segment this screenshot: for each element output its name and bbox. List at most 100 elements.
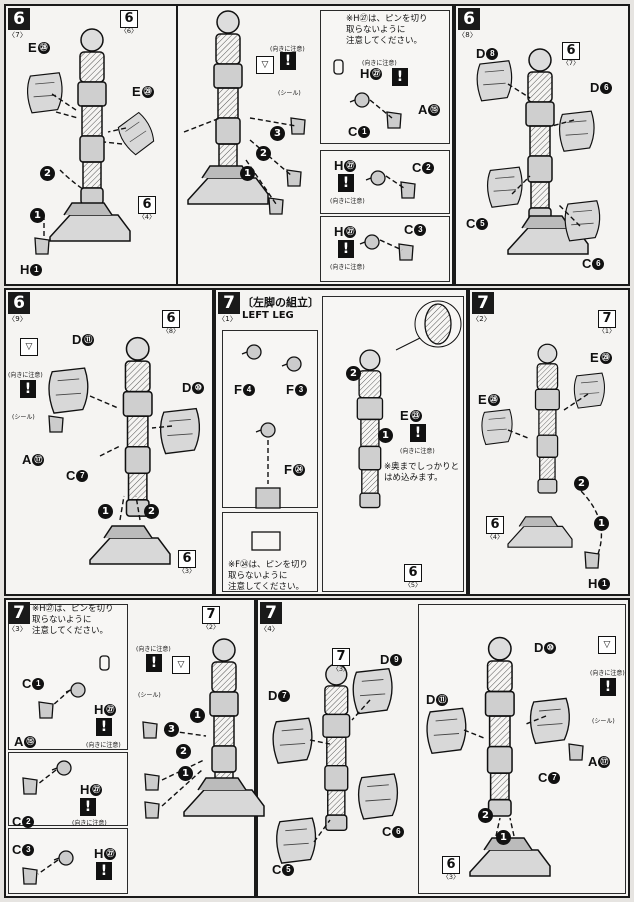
warning-icon: ! bbox=[600, 678, 616, 696]
warning-icon: ! bbox=[338, 240, 354, 258]
order-1: 1 bbox=[30, 208, 45, 223]
ref-7-3: 7〈3〉 bbox=[332, 648, 350, 673]
foot-drawing-1 bbox=[49, 202, 131, 242]
step-badge-6: 6 bbox=[458, 8, 480, 30]
step-sub: 〈1〉 bbox=[218, 315, 238, 323]
pin-note: ※H㉗は、ピンを切り取らないように注意してください。 bbox=[32, 604, 114, 636]
warning-icon: ! bbox=[96, 862, 112, 880]
ref-6-6: 6〈6〉 bbox=[120, 10, 138, 35]
frame-drawing-4 bbox=[122, 336, 153, 517]
order-2: 2 bbox=[40, 166, 55, 181]
caption-direction: (向きに注意) bbox=[362, 60, 397, 67]
ref-7-1: 7〈1〉 bbox=[598, 310, 616, 335]
section-title-en: LEFT LEG bbox=[242, 310, 294, 321]
warning-icon: ! bbox=[392, 68, 408, 86]
ref-6-3: 6〈3〉 bbox=[442, 856, 460, 881]
warning-icon: ! bbox=[410, 424, 426, 442]
order-2: 2 bbox=[176, 744, 191, 759]
order-1: 1 bbox=[240, 166, 255, 181]
order-1: 1 bbox=[178, 766, 193, 781]
plate-e28 bbox=[26, 72, 63, 114]
caption-direction: (向きに注意) bbox=[330, 198, 365, 205]
order-1: 1 bbox=[190, 708, 205, 723]
caption-direction: (向きに注意) bbox=[8, 372, 43, 379]
ref-6-5: 6〈5〉 bbox=[404, 564, 422, 589]
warning-icon: ! bbox=[338, 174, 354, 192]
subpanel-leg-detail bbox=[322, 296, 464, 592]
order-2: 2 bbox=[478, 808, 493, 823]
subpanel-f-note bbox=[222, 512, 318, 592]
frame-drawing-2 bbox=[213, 10, 243, 187]
order-1: 1 bbox=[378, 428, 393, 443]
caption-direction: (向きに注意) bbox=[590, 670, 625, 677]
ref-6-7: 6〈7〉 bbox=[562, 42, 580, 67]
frame-drawing-5 bbox=[356, 349, 384, 509]
ref-6-8: 6〈8〉 bbox=[162, 310, 180, 335]
caption-sticker: (シール) bbox=[138, 692, 161, 699]
step-badge-7: 7 bbox=[218, 292, 240, 314]
warning-icon: ! bbox=[146, 654, 162, 672]
order-1: 1 bbox=[594, 516, 609, 531]
frame-drawing-1 bbox=[77, 28, 107, 205]
step-sub: 〈2〉 bbox=[472, 315, 492, 323]
f-pin-note: ※F㉔は、ピンを切り取らないように注意してください。 bbox=[228, 560, 309, 592]
step-badge-7: 7 bbox=[8, 602, 30, 624]
frame-drawing-6 bbox=[534, 343, 560, 494]
step-sub: 〈7〉 bbox=[8, 31, 28, 39]
frame-drawing-8 bbox=[322, 663, 351, 832]
caption-sticker: (シール) bbox=[278, 90, 301, 97]
order-2: 2 bbox=[144, 504, 159, 519]
caption-sticker: (シール) bbox=[12, 414, 35, 421]
caption-direction: (向きに注意) bbox=[136, 646, 171, 653]
step-badge-6: 6 bbox=[8, 292, 30, 314]
caption-direction: (向きに注意) bbox=[400, 448, 435, 455]
arrow-icon: ▽ bbox=[256, 56, 274, 74]
order-2: 2 bbox=[574, 476, 589, 491]
deep-note: ※奥までしっかりとはめ込みます。 bbox=[384, 462, 460, 483]
frame-drawing-9 bbox=[484, 636, 515, 817]
caption-direction: (向きに注意) bbox=[72, 820, 107, 827]
step-sub: 〈3〉 bbox=[8, 625, 28, 633]
ref-6-3: 6〈3〉 bbox=[178, 550, 196, 575]
step-badge-7: 7 bbox=[260, 602, 282, 624]
caption-sticker: (シール) bbox=[592, 718, 615, 725]
step-sub: 〈4〉 bbox=[260, 625, 280, 633]
subpanel-pin-detail bbox=[320, 10, 450, 144]
caption-direction: (向きに注意) bbox=[86, 742, 121, 749]
warning-icon: ! bbox=[20, 380, 36, 398]
arrow-icon: ▽ bbox=[598, 636, 616, 654]
ref-6-4: 6〈4〉 bbox=[486, 516, 504, 541]
caption-direction: (向きに注意) bbox=[330, 264, 365, 271]
